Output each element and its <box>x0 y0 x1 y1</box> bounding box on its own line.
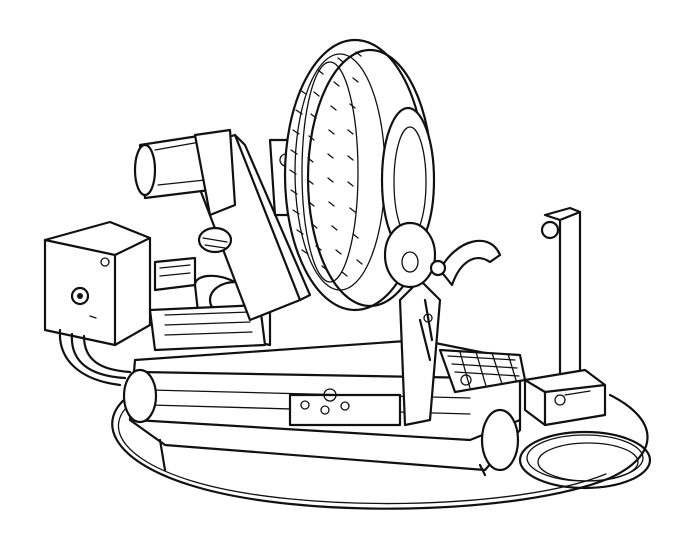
bead-breaker <box>383 221 502 427</box>
power-cable <box>111 393 649 510</box>
cable-coil <box>518 430 652 490</box>
control-box <box>43 220 152 387</box>
swing-arm <box>133 128 312 322</box>
remote-control-stand <box>523 206 607 427</box>
stand-knob-icon <box>540 220 560 240</box>
tread-pattern <box>289 51 363 277</box>
